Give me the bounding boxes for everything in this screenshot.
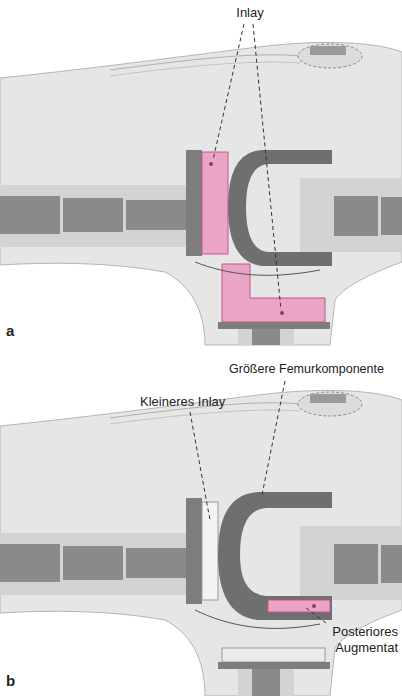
marker	[209, 162, 213, 166]
patella	[298, 392, 362, 416]
tibia-bone	[0, 533, 200, 595]
part-label: Posteriores Augmentat	[314, 624, 398, 655]
stem	[0, 196, 60, 234]
stem	[0, 544, 60, 582]
part-label: Größere Femurkomponente	[229, 362, 399, 377]
patella-button	[310, 46, 346, 55]
stem	[381, 545, 402, 583]
tendon	[110, 410, 300, 424]
stem	[334, 544, 378, 584]
stem	[63, 198, 123, 232]
panel-b	[0, 390, 402, 696]
panel-letter: b	[6, 672, 26, 690]
stem	[252, 329, 280, 345]
inlay	[202, 152, 228, 254]
stem	[126, 548, 188, 578]
tibial-tray	[186, 498, 202, 604]
leg-silhouette	[0, 390, 402, 696]
patella	[298, 44, 362, 68]
panel-a	[0, 24, 402, 345]
tibial-tray	[218, 662, 330, 669]
femoral-component	[218, 492, 332, 620]
femur-bone	[300, 178, 402, 252]
tibial-tray	[218, 322, 330, 329]
stem	[63, 546, 123, 580]
inlay	[202, 502, 218, 600]
stem	[381, 197, 402, 235]
femoral-component	[228, 150, 332, 266]
ligament	[195, 262, 320, 275]
part-label: Inlay	[224, 5, 276, 21]
patella-button	[310, 394, 346, 403]
tibia-bone	[238, 329, 294, 345]
leader-line	[253, 24, 281, 310]
inlay	[222, 648, 325, 662]
femur-bone	[300, 526, 402, 600]
tendon	[110, 62, 300, 76]
tibia-bone	[0, 185, 200, 247]
leader-line	[306, 608, 326, 623]
stem	[252, 669, 280, 696]
leader-line	[262, 381, 285, 495]
panel-letter: a	[6, 322, 26, 340]
tibia-bone	[238, 669, 294, 696]
ligament	[195, 610, 320, 628]
tibial-tray	[186, 150, 202, 256]
posterior-augment	[268, 600, 330, 612]
leader-line	[190, 412, 210, 520]
stem	[126, 200, 188, 230]
marker	[312, 604, 316, 608]
leader-line	[213, 24, 244, 160]
stem	[334, 196, 378, 236]
leg-silhouette	[0, 42, 402, 345]
part-label: Kleineres Inlay	[140, 394, 250, 410]
marker	[280, 311, 284, 315]
